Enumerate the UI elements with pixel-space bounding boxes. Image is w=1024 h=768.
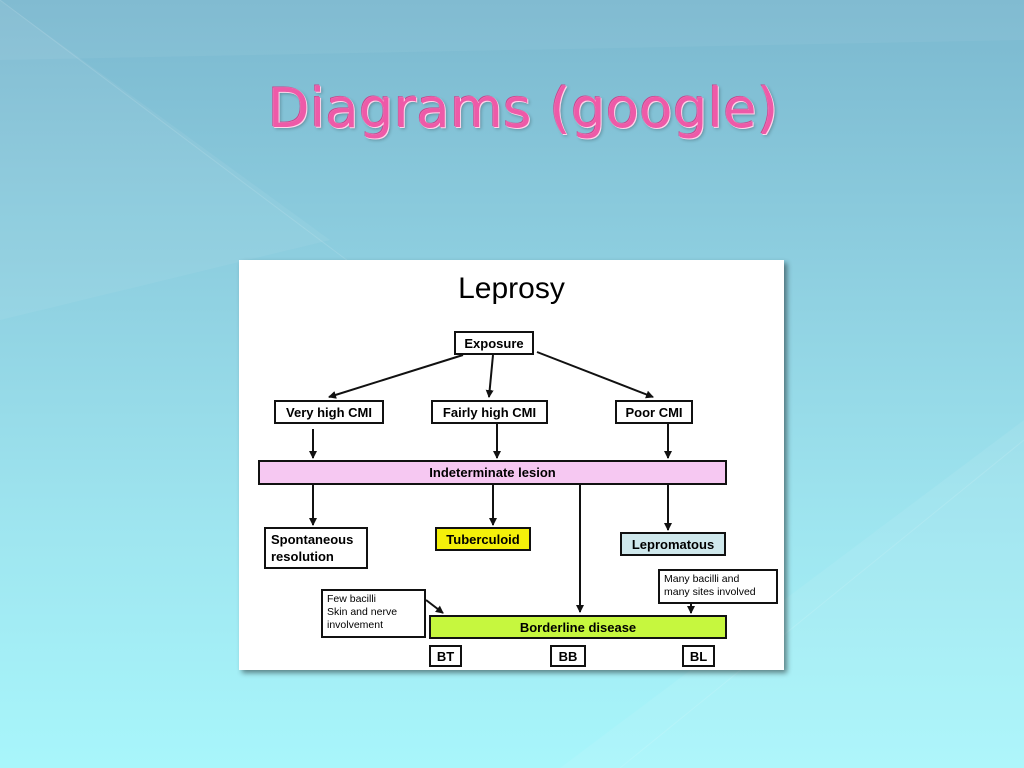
note-many-bacilli: Many bacilli and many sites involved (658, 569, 778, 604)
node-very-high-cmi: Very high CMI (274, 400, 384, 424)
diagram-connectors (309, 351, 695, 614)
node-bt: BT (429, 645, 462, 667)
node-bb: BB (550, 645, 586, 667)
node-borderline-disease: Borderline disease (429, 615, 727, 639)
arrow-exposure-fairly-high (485, 354, 494, 398)
note-few-bacilli-line-2: Skin and nerve (327, 606, 398, 618)
arrow-few-bacilli-borderline (425, 599, 444, 614)
node-bl: BL (682, 645, 715, 667)
diagram-title: Leprosy (458, 272, 565, 305)
node-exposure: Exposure (454, 331, 534, 355)
note-many-bacilli-line-2: many sites involved (664, 586, 756, 598)
leprosy-diagram: Leprosy Exposure Very high CMI Fairly hi… (239, 260, 784, 670)
note-few-bacilli: Few bacilli Skin and nerve involvement (321, 589, 426, 638)
spontaneous-line-1: Spontaneous (271, 532, 354, 547)
note-many-bacilli-line-1: Many bacilli and (664, 573, 740, 585)
node-fairly-high-cmi: Fairly high CMI (431, 400, 548, 424)
spontaneous-line-2: resolution (271, 549, 334, 564)
node-spontaneous-resolution: Spontaneous resolution (264, 527, 368, 569)
node-poor-cmi: Poor CMI (615, 400, 693, 424)
slide-title: Diagrams (google) (268, 77, 779, 140)
arrow-exposure-poor (536, 351, 654, 399)
node-lepromatous: Lepromatous (620, 532, 726, 556)
node-indeterminate-lesion: Indeterminate lesion (258, 460, 727, 485)
note-few-bacilli-line-3: involvement (327, 619, 384, 631)
node-tuberculoid: Tuberculoid (435, 527, 531, 551)
note-few-bacilli-line-1: Few bacilli (327, 593, 377, 605)
arrow-exposure-very-high (328, 354, 464, 399)
